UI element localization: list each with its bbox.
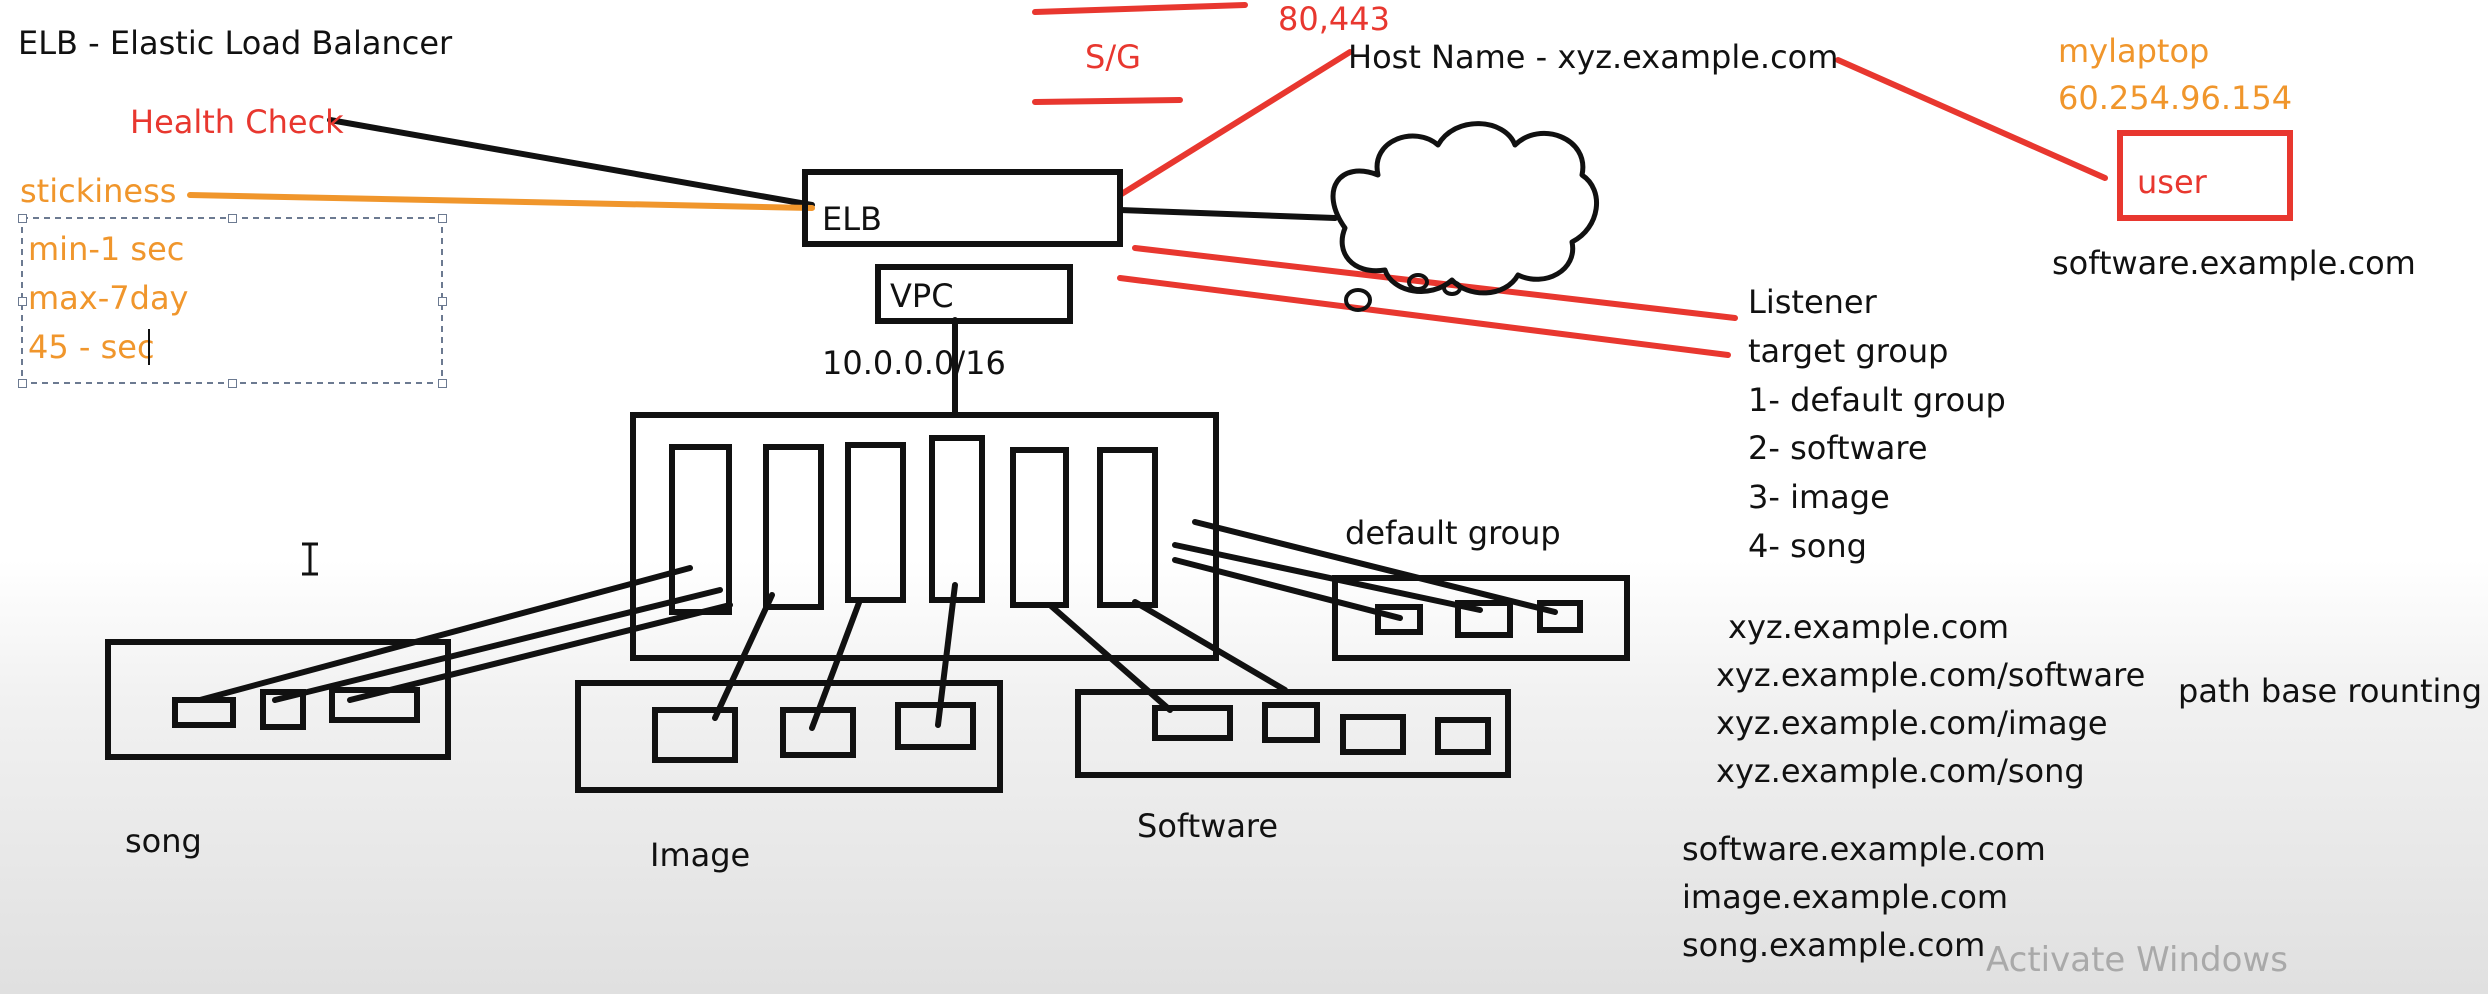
path-route-3: xyz.example.com/image	[1716, 704, 2108, 742]
health-check-line	[327, 117, 815, 208]
stickiness-min[interactable]: min-1 sec	[28, 230, 185, 268]
health-check-label: Health Check	[130, 103, 344, 141]
software-group-box	[1075, 689, 1511, 778]
selection-handle-tr[interactable]	[438, 214, 447, 223]
selection-handle-tl[interactable]	[18, 214, 27, 223]
user-box	[2117, 130, 2293, 221]
selection-handle-br[interactable]	[438, 379, 447, 388]
listener-item-2: target group	[1748, 332, 1949, 370]
text-cursor	[148, 329, 150, 365]
song-target-3	[329, 687, 420, 723]
song-group-label: song	[125, 822, 202, 860]
song-link-3	[347, 602, 733, 703]
stickiness-line	[187, 192, 815, 211]
ibeam-cursor-icon	[302, 542, 318, 576]
image-target-3	[895, 702, 976, 750]
laptop-ip: 60.254.96.154	[2058, 79, 2293, 117]
host-name-label: Host Name - xyz.example.com	[1348, 38, 1839, 76]
path-routing-note: path base rounting	[2178, 672, 2482, 710]
user-connector	[1835, 57, 2108, 181]
image-target-1	[652, 707, 738, 763]
software-group-label: Software	[1137, 807, 1279, 845]
path-route-1: xyz.example.com	[1728, 608, 2010, 646]
song-link-2	[272, 587, 723, 703]
default-target-1	[1375, 604, 1423, 635]
sg-label: S/G	[1085, 38, 1141, 76]
image-group-label: Image	[650, 836, 751, 874]
selection-handle-ml[interactable]	[18, 297, 27, 306]
image-target-2	[780, 707, 856, 758]
instance-5	[1010, 447, 1069, 608]
target-group-line	[1117, 275, 1731, 358]
instance-1	[669, 444, 732, 615]
default-link-2	[1172, 542, 1483, 613]
host-route-1: software.example.com	[1682, 830, 2046, 868]
listener-item-1: Listener	[1748, 283, 1877, 321]
elb-cloud-line	[1117, 207, 1338, 221]
listener-item-3: 1- default group	[1748, 381, 2006, 419]
default-group-label: default group	[1345, 514, 1561, 552]
listener-item-5: 3- image	[1748, 478, 1890, 516]
song-link-1	[197, 565, 693, 703]
cloud-shape	[1330, 121, 1599, 296]
image-group-box	[575, 680, 1003, 793]
selection-handle-bl[interactable]	[18, 379, 27, 388]
cloud-puff-3	[1442, 280, 1462, 296]
default-group-box	[1332, 575, 1630, 661]
stickiness-label: stickiness	[20, 172, 177, 210]
stickiness-value[interactable]: 45 - sec	[28, 328, 155, 366]
instance-6	[1097, 447, 1158, 608]
software-target-3	[1340, 714, 1406, 755]
vpc-box	[875, 264, 1073, 324]
activate-windows-watermark: Activate Windows	[1986, 940, 2288, 980]
host-route-3: song.example.com	[1682, 926, 1986, 964]
path-route-2: xyz.example.com/software	[1716, 656, 2146, 694]
selection-handle-mr[interactable]	[438, 297, 447, 306]
default-link-3	[1172, 557, 1403, 621]
host-route-2: image.example.com	[1682, 878, 2009, 916]
user-label: user	[2137, 163, 2207, 201]
vpc-label: VPC	[890, 277, 954, 315]
listener-line	[1132, 245, 1738, 321]
cloud-puff-1	[1344, 288, 1372, 312]
selection-handle-bm[interactable]	[228, 379, 237, 388]
sg-bottom-bar	[1032, 97, 1183, 105]
listener-item-6: 4- song	[1748, 527, 1867, 565]
default-target-2	[1455, 600, 1513, 638]
default-link-1	[1192, 519, 1558, 615]
elb-label: ELB	[822, 200, 882, 238]
software-target-4	[1435, 717, 1491, 755]
vpc-main-box	[630, 412, 1219, 661]
image-link-2	[809, 597, 863, 731]
instance-4	[929, 435, 985, 603]
software-target-1	[1152, 705, 1233, 741]
selection-handle-tm[interactable]	[228, 214, 237, 223]
host-connector	[1117, 49, 1353, 198]
ports-label: 80,443	[1278, 0, 1390, 38]
laptop-label: mylaptop	[2058, 32, 2210, 70]
path-route-4: xyz.example.com/song	[1716, 752, 2085, 790]
elb-box	[802, 169, 1123, 247]
listener-item-4: 2- software	[1748, 429, 1928, 467]
software-target-2	[1262, 702, 1320, 743]
default-target-3	[1537, 600, 1583, 633]
software-link-2	[1132, 599, 1288, 693]
diagram-title: ELB - Elastic Load Balancer	[18, 24, 453, 62]
cloud-puff-2	[1407, 273, 1429, 291]
cidr-label: 10.0.0.0/16	[822, 344, 1006, 382]
instance-2	[763, 444, 824, 610]
song-target-2	[260, 689, 306, 730]
sg-top-bar	[1032, 2, 1248, 15]
stickiness-max[interactable]: max-7day	[28, 279, 189, 317]
song-target-1	[172, 697, 236, 728]
instance-3	[845, 442, 906, 603]
song-group-box	[105, 639, 451, 760]
client-domain: software.example.com	[2052, 244, 2416, 282]
